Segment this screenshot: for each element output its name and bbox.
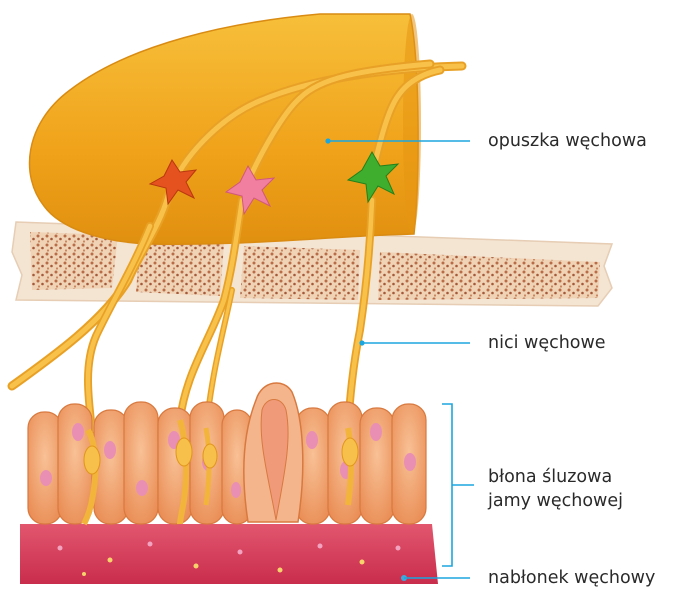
olfactory-bulb — [30, 14, 421, 244]
label-mucosa-line2: jamy węchowej — [488, 490, 623, 512]
lamina-propria — [20, 524, 438, 584]
label-olfactory-bulb: opuszka węchowa — [488, 130, 647, 152]
label-mucosa-line1: błona śluzowa — [488, 466, 612, 488]
label-olfactory-nerves: nici węchowe — [488, 332, 606, 354]
label-olfactory-epithelium: nabłonek węchowy — [488, 567, 655, 589]
